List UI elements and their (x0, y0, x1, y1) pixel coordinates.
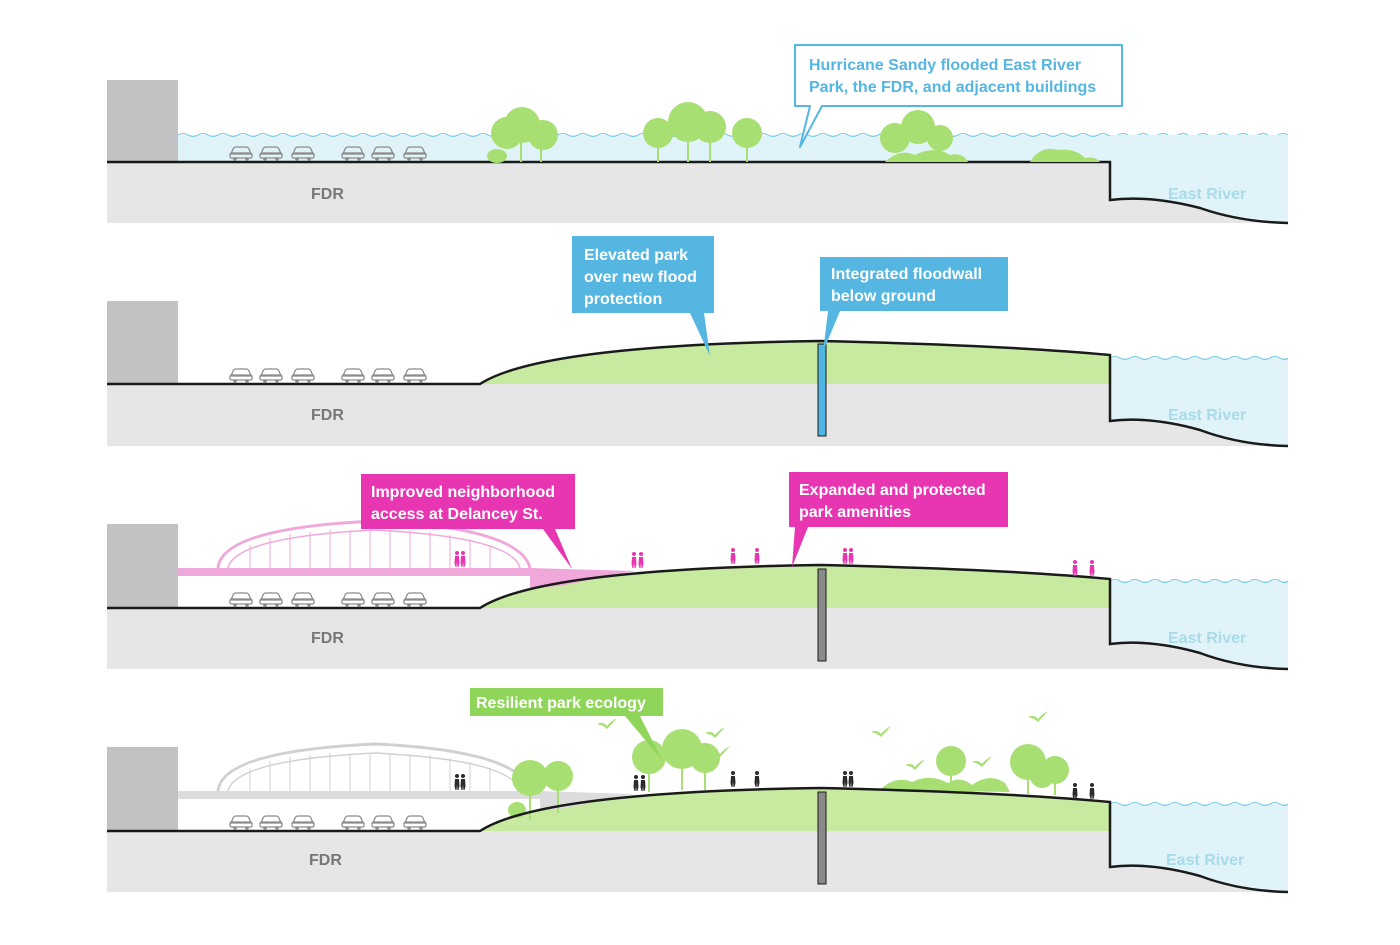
river-surface (1109, 579, 1289, 583)
river-surface (1109, 356, 1289, 360)
fdr-label: FDR (309, 852, 342, 869)
fdr-label: FDR (311, 407, 344, 424)
callout-amenities-line-1: Expanded and protected (799, 482, 986, 499)
panel-existing-flooded: FDR East River Hurricane Sandy flooded E… (107, 44, 1289, 225)
svg-text:Expanded and protected: Expanded and protected park amenities (799, 482, 990, 521)
callout-elevated-line-1: Elevated park (584, 247, 688, 264)
panel-elevated-park: FDR East River Elevated park over new fl… (107, 236, 1289, 448)
floodwall (817, 343, 827, 437)
svg-text:Hurricane Sandy flooded East R: Hurricane Sandy flooded East River Park,… (809, 57, 1096, 96)
ground (107, 162, 1288, 223)
callout-elevated-line-2: over new flood (584, 269, 697, 286)
ground (107, 831, 1288, 892)
east-river-label: East River (1168, 630, 1246, 647)
callout-elevated-line-3: protection (584, 291, 662, 308)
ground-line (107, 563, 1289, 671)
svg-text:Improved neighborhood: Improved neighborhood access at Delancey… (371, 484, 559, 523)
ground-line (107, 339, 1289, 448)
callout-amenities-line-2: park amenities (799, 504, 911, 521)
svg-text:Integrated floodwall b: Integrated floodwall below ground (831, 266, 987, 305)
ground (107, 608, 1288, 669)
callout-ecology-line-1: Resilient park ecology (476, 695, 646, 712)
ground-line (107, 160, 1289, 225)
callout-floodwall-line-1: Integrated floodwall (831, 266, 982, 283)
east-river-label: East River (1166, 852, 1244, 869)
tree-icon (508, 729, 1069, 820)
svg-text:Elevated park over new: Elevated park over new flood protection (584, 247, 701, 308)
callout-access: Improved neighborhood access at Delancey… (361, 474, 575, 569)
floodwall (817, 791, 827, 885)
callout-access-line-1: Improved neighborhood (371, 484, 555, 501)
callout-sandy: Hurricane Sandy flooded East River Park,… (794, 44, 1123, 148)
callout-floodwall-line-2: below ground (831, 288, 936, 305)
east-river-label: East River (1168, 186, 1246, 203)
callout-floodwall: Integrated floodwall below ground (820, 257, 1008, 352)
car-icon (229, 592, 427, 608)
east-river-label: East River (1168, 407, 1246, 424)
callout-ecology: Resilient park ecology (470, 688, 663, 760)
park-mound (480, 565, 1110, 608)
car-icon (229, 368, 427, 384)
building (107, 524, 178, 608)
building (107, 80, 178, 163)
callout-access-line-2: access at Delancey St. (371, 506, 543, 523)
panel-resilient-ecology: FDR East River Resilient park ecology (107, 688, 1289, 894)
fdr-label: FDR (311, 630, 344, 647)
building (107, 301, 178, 384)
building (107, 747, 178, 831)
river-surface (1109, 802, 1289, 806)
callout-sandy-line-2: Park, the FDR, and adjacent buildings (809, 79, 1096, 96)
park-mound (480, 341, 1110, 384)
ground (107, 384, 1288, 446)
park-mound (480, 788, 1110, 831)
tree-icon (487, 102, 1100, 163)
svg-text:Resilient park ecology: Resilient park ecology (476, 695, 646, 712)
callout-elevated-park: Elevated park over new flood protection (572, 236, 714, 356)
callout-sandy-line-1: Hurricane Sandy flooded East River (809, 57, 1081, 74)
panel-access-amenities: FDR East River Improved neighborhood acc… (107, 472, 1289, 671)
floodwall (817, 568, 827, 662)
bridge-pink (178, 519, 635, 588)
ground-line (107, 786, 1289, 894)
fdr-label: FDR (311, 186, 344, 203)
flood-water (178, 135, 1110, 162)
car-icon (229, 815, 427, 831)
callout-amenities: Expanded and protected park amenities (789, 472, 1008, 567)
